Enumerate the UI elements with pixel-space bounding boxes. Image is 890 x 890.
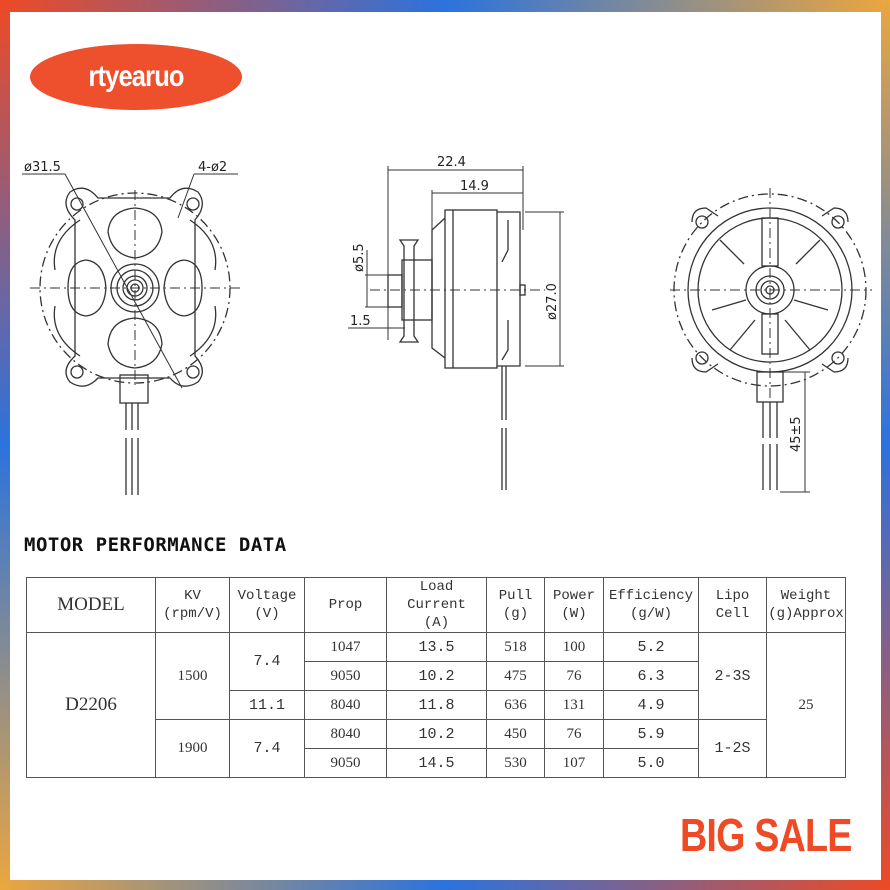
kv-cell: 1500 — [155, 632, 230, 720]
frame-right — [881, 0, 890, 890]
prop-cell: 8040 — [304, 719, 387, 749]
current-cell: 14.5 — [386, 748, 487, 778]
table-header-row: MODEL KV(rpm/V) Voltage(V) Prop Load Cur… — [26, 577, 846, 633]
header-model: MODEL — [26, 577, 156, 633]
power-cell: 76 — [544, 719, 604, 749]
prop-cell: 9050 — [304, 661, 387, 691]
current-cell: 13.5 — [386, 632, 487, 662]
side-total-length-label: 22.4 — [437, 155, 466, 170]
lipo-cell: 1-2S — [698, 719, 767, 778]
voltage-cell: 11.1 — [229, 690, 305, 720]
kv-cell: 1900 — [155, 719, 230, 778]
voltage-cell: 7.4 — [229, 632, 305, 691]
section-title: MOTOR PERFORMANCE DATA — [24, 534, 287, 556]
table-row: 11.1 8040 11.8 636 131 4.9 — [27, 690, 846, 720]
efficiency-cell: 4.9 — [603, 690, 699, 720]
pull-cell: 450 — [486, 719, 545, 749]
header-voltage: Voltage(V) — [229, 577, 305, 633]
header-kv: KV(rpm/V) — [155, 577, 230, 633]
frame-left — [0, 0, 10, 890]
weight-cell: 25 — [766, 632, 846, 778]
brand-name: rtyearuo — [88, 60, 184, 93]
technical-drawings: ø31.5 4-ø2 — [0, 140, 890, 510]
header-power: Power(W) — [544, 577, 604, 633]
pull-cell: 530 — [486, 748, 545, 778]
side-shaft-offset-label: 1.5 — [350, 314, 371, 329]
prop-cell: 9050 — [304, 748, 387, 778]
voltage-cell: 7.4 — [229, 719, 305, 778]
table-row: 9050 14.5 530 107 5.0 — [27, 748, 846, 778]
header-pull: Pull(g) — [486, 577, 545, 633]
rear-lead-length-label: 45±5 — [789, 416, 804, 452]
power-cell: 131 — [544, 690, 604, 720]
header-prop: Prop — [304, 577, 387, 633]
prop-cell: 8040 — [304, 690, 387, 720]
frame-top — [0, 0, 890, 12]
front-holes-label: 4-ø2 — [198, 160, 227, 175]
current-cell: 10.2 — [386, 719, 487, 749]
pull-cell: 475 — [486, 661, 545, 691]
efficiency-cell: 5.0 — [603, 748, 699, 778]
efficiency-cell: 5.2 — [603, 632, 699, 662]
side-body-diameter-label: ø27.0 — [545, 283, 560, 320]
model-cell: D2206 — [26, 632, 156, 778]
power-cell: 107 — [544, 748, 604, 778]
header-load-current: Load Current(A) — [386, 577, 487, 633]
current-cell: 10.2 — [386, 661, 487, 691]
pull-cell: 518 — [486, 632, 545, 662]
prop-cell: 1047 — [304, 632, 387, 662]
frame-bottom — [0, 880, 890, 890]
performance-table: MODEL KV(rpm/V) Voltage(V) Prop Load Cur… — [26, 577, 846, 778]
header-efficiency: Efficiency(g/W) — [603, 577, 699, 633]
header-weight: Weight(g)Approx — [766, 577, 846, 633]
side-view-drawing: 22.4 14.9 ø5.5 1.5 ø27.0 — [348, 155, 564, 490]
efficiency-cell: 5.9 — [603, 719, 699, 749]
pull-cell: 636 — [486, 690, 545, 720]
front-view-drawing: ø31.5 4-ø2 — [22, 160, 240, 495]
front-diameter-label: ø31.5 — [24, 160, 61, 175]
table-row: 1900 7.4 8040 10.2 450 76 5.9 1-2S — [27, 719, 846, 778]
rear-view-drawing: 45±5 — [670, 188, 872, 493]
current-cell: 11.8 — [386, 690, 487, 720]
power-cell: 76 — [544, 661, 604, 691]
brand-badge: rtyearuo — [30, 44, 242, 110]
lipo-cell: 2-3S — [698, 632, 767, 720]
big-sale-label: BIG SALE — [680, 809, 852, 861]
efficiency-cell: 6.3 — [603, 661, 699, 691]
side-body-length-label: 14.9 — [460, 179, 489, 194]
side-shaft-diameter-label: ø5.5 — [352, 243, 367, 272]
table-row: D2206 1500 7.4 1047 13.5 518 100 5.2 2-3… — [26, 632, 846, 778]
power-cell: 100 — [544, 632, 604, 662]
